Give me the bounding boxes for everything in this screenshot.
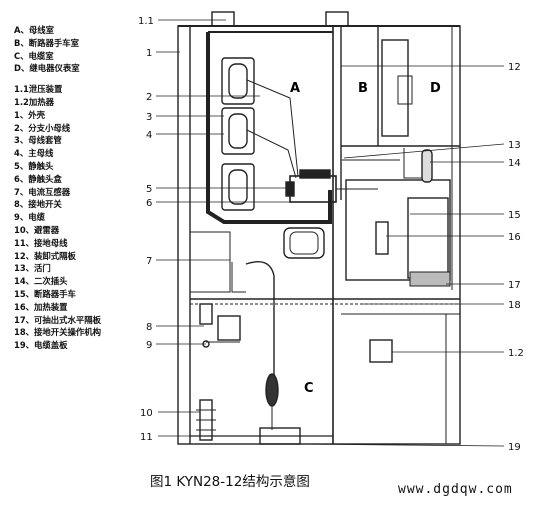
legend-item-17: 17、可抽出式水平隔板	[14, 314, 102, 325]
callout-17: 17	[508, 280, 521, 291]
callout-15: 15	[508, 210, 521, 221]
bus-bushing-group	[221, 57, 255, 211]
callout-14: 14	[508, 158, 521, 169]
legend-item-12: 12、装卸式隔板	[14, 250, 76, 261]
callout-12: 12	[508, 62, 521, 73]
legend-compartment-b: B、断路器手车室	[14, 37, 80, 48]
legend-item-19: 19、电缆盖板	[14, 340, 68, 351]
callout-7: 7	[146, 256, 152, 267]
legend-item-4: 4、主母线	[14, 148, 54, 159]
callout-5: 5	[146, 184, 152, 195]
legend-item-14: 14、二次插头	[14, 276, 68, 287]
callout-3: 3	[146, 112, 152, 123]
pressure-relief-tab	[211, 11, 235, 27]
callout-16: 16	[508, 232, 521, 243]
legend-item-16: 16、加热装置	[14, 301, 68, 312]
legend-item-1: 1、外壳	[14, 109, 45, 120]
callout-2: 2	[146, 92, 152, 103]
pressure-relief-tab-right	[325, 11, 349, 27]
figure-caption: 图1 KYN28-12结构示意图	[150, 474, 310, 490]
compartment-label-a: A	[290, 81, 300, 96]
callout-6: 6	[146, 198, 152, 209]
legend-item-8: 8、接地开关	[14, 199, 62, 210]
legend-compartment-d: D、继电器仪表室	[14, 63, 80, 74]
legend-item-13: 13、活门	[14, 263, 51, 274]
legend-compartment-c: C、电缆室	[14, 50, 54, 61]
legend-item-1-2: 1.2加热器	[14, 96, 54, 107]
legend-item-1-1: 1.1泄压装置	[14, 84, 63, 95]
legend-item-18: 18、接地开关操作机构	[14, 327, 102, 338]
legend-item-9: 9、电缆	[14, 212, 45, 223]
legend-item-15: 15、断路器手车	[14, 288, 76, 299]
callout-13: 13	[508, 140, 521, 151]
callout-10: 10	[140, 408, 153, 419]
callout-11: 11	[140, 432, 153, 443]
legend-item-7: 7、电流互感器	[14, 186, 71, 197]
cabinet-housing	[177, 25, 461, 445]
heater-box	[369, 339, 393, 363]
callout-1: 1	[146, 48, 152, 59]
compartment-label-c: C	[304, 381, 314, 396]
compartment-label-b: B	[358, 81, 368, 96]
callout-8: 8	[146, 322, 152, 333]
legend-item-11: 11、接地母线	[14, 237, 68, 248]
legend-item-6: 6、静触头盒	[14, 173, 62, 184]
callout-1-1: 1.1	[138, 16, 154, 27]
callout-9: 9	[146, 340, 152, 351]
callout-19: 19	[508, 442, 521, 453]
callout-18: 18	[508, 300, 521, 311]
callout-4: 4	[146, 130, 152, 141]
legend-item-3: 3、母线套管	[14, 135, 62, 146]
legend-compartment-a: A、母线室	[14, 25, 54, 35]
legend-item-5: 5、静触头	[14, 160, 54, 171]
legend: A、母线室 B、断路器手车室 C、电缆室 D、继电器仪表室 1.1泄压装置 1.…	[14, 24, 164, 352]
legend-item-2: 2、分支小母线	[14, 122, 71, 133]
callout-1-2: 1.2	[508, 348, 524, 359]
legend-item-10: 10、避雷器	[14, 224, 60, 235]
watermark: www.dgdqw.com	[398, 482, 513, 497]
compartment-label-d: D	[430, 81, 441, 96]
